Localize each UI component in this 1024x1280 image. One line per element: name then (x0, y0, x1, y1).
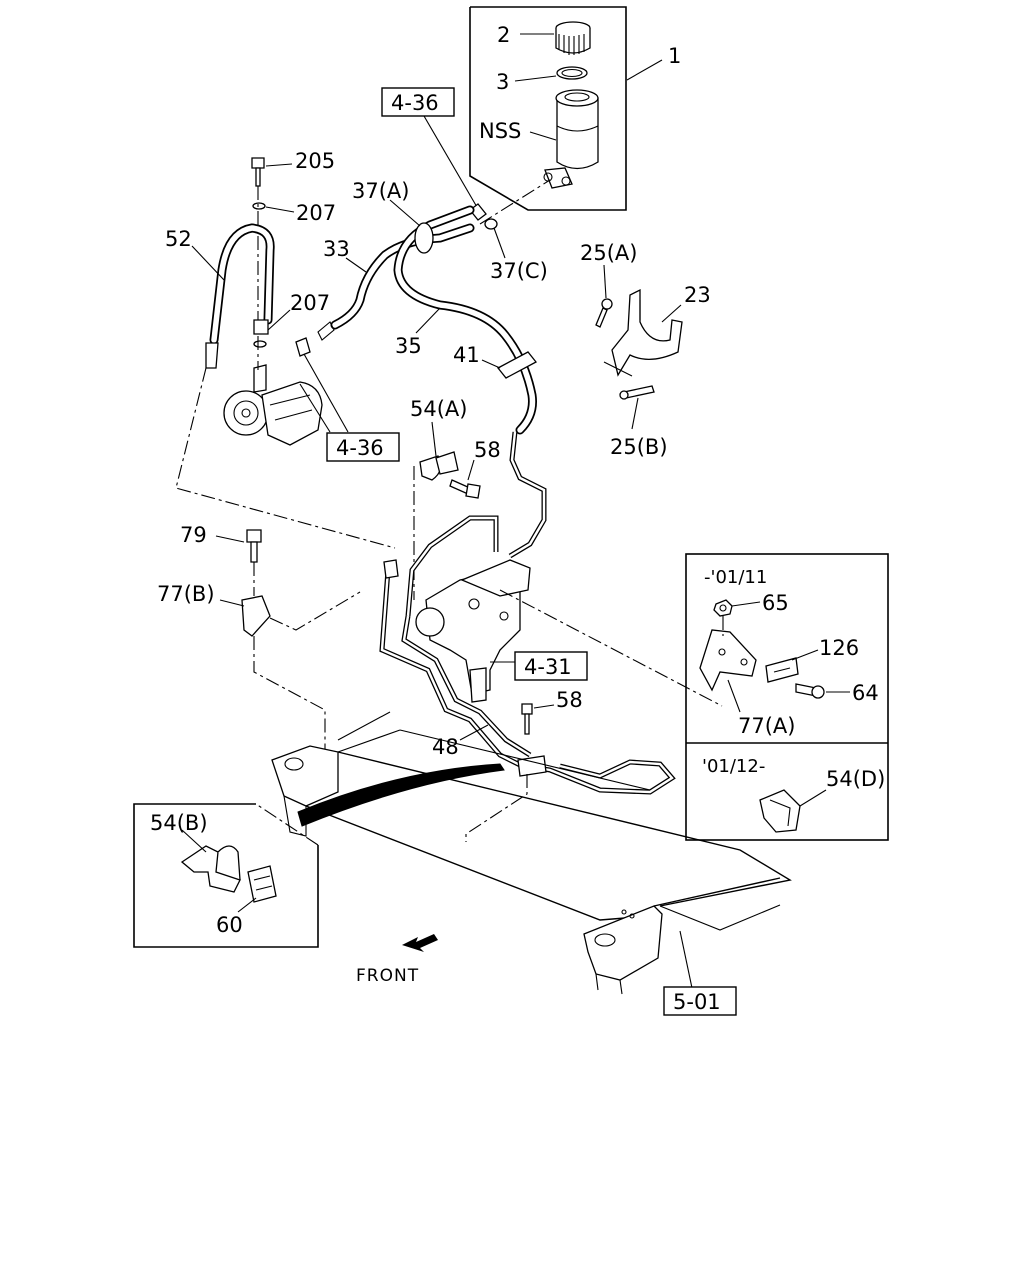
steering-gear-box (415, 559, 531, 703)
label-part-2: 2 (497, 23, 510, 47)
reservoir-bracket-23 (603, 288, 683, 377)
label-part-25b: 25(B) (610, 435, 668, 459)
front-label: FRONT (356, 966, 419, 986)
label-part-207-top: 207 (296, 201, 336, 225)
bolt-64 (795, 683, 825, 699)
label-part-77b: 77(B) (157, 582, 215, 606)
power-steering-pump (223, 364, 323, 446)
label-part-54d: 54(D) (826, 767, 885, 791)
label-part-65: 65 (762, 591, 789, 615)
label-part-79: 79 (180, 523, 207, 547)
return-pipe-48 (379, 559, 676, 795)
label-part-1: 1 (668, 44, 681, 68)
reservoir-inset: 2 3 NSS 1 (469, 6, 681, 211)
label-part-37a: 37(A) (352, 179, 409, 203)
label-part-207-bottom: 207 (290, 291, 330, 315)
label-part-54b: 54(B) (150, 811, 208, 835)
label-part-54a: 54(A) (410, 397, 467, 421)
ref-4-36-top: 4-36 (391, 91, 439, 115)
reservoir-cap (555, 21, 591, 55)
label-part-58-upper: 58 (474, 438, 501, 462)
reservoir-tank (543, 89, 599, 189)
label-part-126: 126 (819, 636, 859, 660)
inset-date-from: '01/12- (702, 756, 765, 777)
label-nss: NSS (479, 119, 521, 143)
ref-box-4-36-top (381, 87, 455, 117)
bracket-inset-dated (499, 553, 889, 841)
label-part-58-lower: 58 (556, 688, 583, 712)
front-arrow-icon (402, 934, 438, 952)
clip-inset-54b (133, 803, 319, 948)
pressure-hose-35 (393, 205, 537, 435)
clamp-37a (414, 222, 434, 254)
ref-5-01: 5-01 (673, 990, 721, 1014)
label-part-77a: 77(A) (738, 714, 795, 738)
inset-date-upto: -'01/11 (704, 567, 767, 588)
ref-box-5-01 (663, 986, 737, 1016)
washer-207-top (252, 202, 266, 210)
bolt-79 (246, 529, 262, 563)
label-part-3: 3 (496, 70, 509, 94)
ref-4-36-pump: 4-36 (336, 436, 384, 460)
ref-4-31: 4-31 (524, 655, 572, 679)
label-part-205: 205 (295, 149, 335, 173)
label-part-64: 64 (852, 681, 879, 705)
ref-box-4-36-pump (326, 432, 400, 462)
label-part-23: 23 (684, 283, 711, 307)
hose-clamp-37c (469, 179, 551, 259)
clip-54a (419, 421, 459, 481)
label-part-33: 33 (323, 237, 350, 261)
label-part-60: 60 (216, 913, 243, 937)
union-bolt-205 (251, 157, 265, 187)
label-part-35: 35 (395, 334, 422, 358)
bracket-77a (699, 629, 757, 692)
bolt-58-upper (449, 479, 481, 499)
pump-fitting (295, 337, 311, 357)
hose-clip-41 (481, 351, 537, 379)
label-part-41: 41 (453, 343, 480, 367)
bracket-77b (241, 595, 271, 637)
label-part-52: 52 (165, 227, 192, 251)
protector-tape (297, 763, 505, 827)
bolt-25b (619, 385, 655, 400)
frame-crossmember (271, 711, 792, 995)
ref-box-4-31 (514, 651, 588, 681)
bolt-58-lower (517, 703, 547, 777)
label-part-37c: 37(C) (490, 259, 548, 283)
clip-54d (759, 789, 801, 833)
clip-126 (765, 657, 799, 683)
label-part-25a: 25(A) (580, 241, 637, 265)
pressure-hose-52 (205, 223, 275, 369)
bolt-25a (595, 298, 613, 328)
pipe-to-gear (405, 431, 547, 617)
reservoir-o-ring (556, 66, 588, 80)
washer-207-bottom (253, 340, 267, 348)
nut-65 (713, 599, 733, 617)
